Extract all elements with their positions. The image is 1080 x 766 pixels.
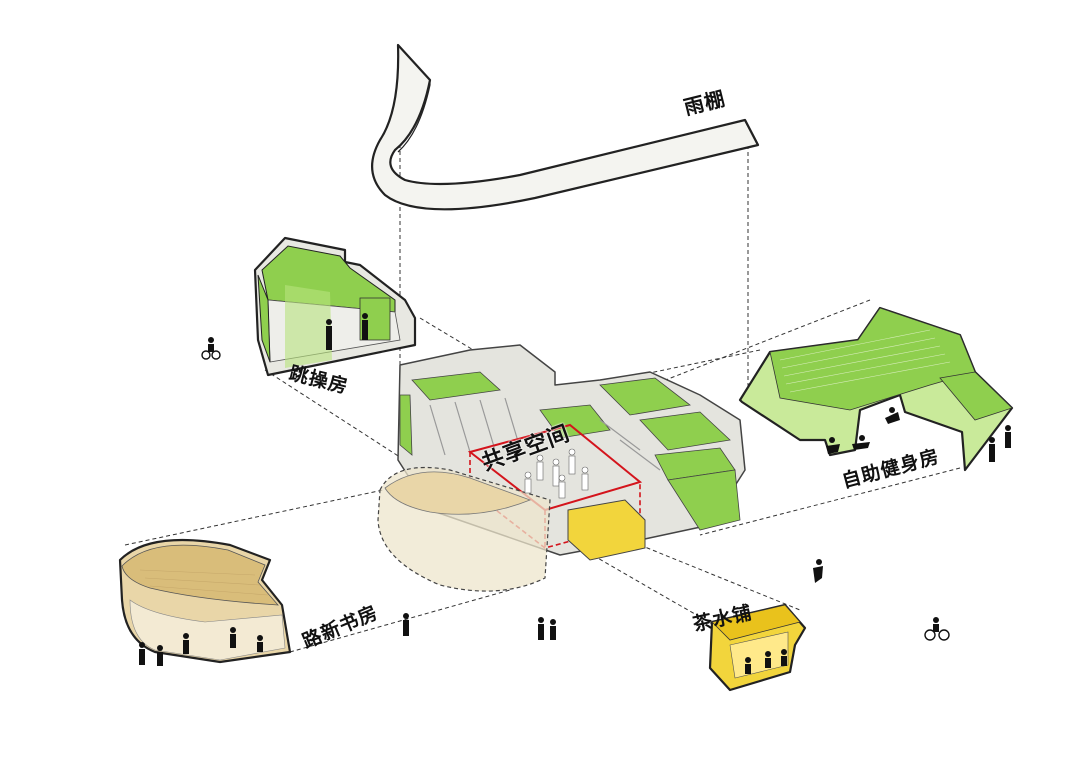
gym-room <box>738 306 1014 472</box>
people-figures <box>139 313 1011 674</box>
book-room <box>118 538 292 664</box>
canopy-ribbon <box>371 43 760 211</box>
reading-cylinder-ghost <box>377 466 551 592</box>
tea-shop <box>708 603 807 692</box>
shared-space-figures <box>524 448 589 499</box>
aerobics-room <box>253 236 417 377</box>
tea-volume-ghost <box>567 499 646 561</box>
